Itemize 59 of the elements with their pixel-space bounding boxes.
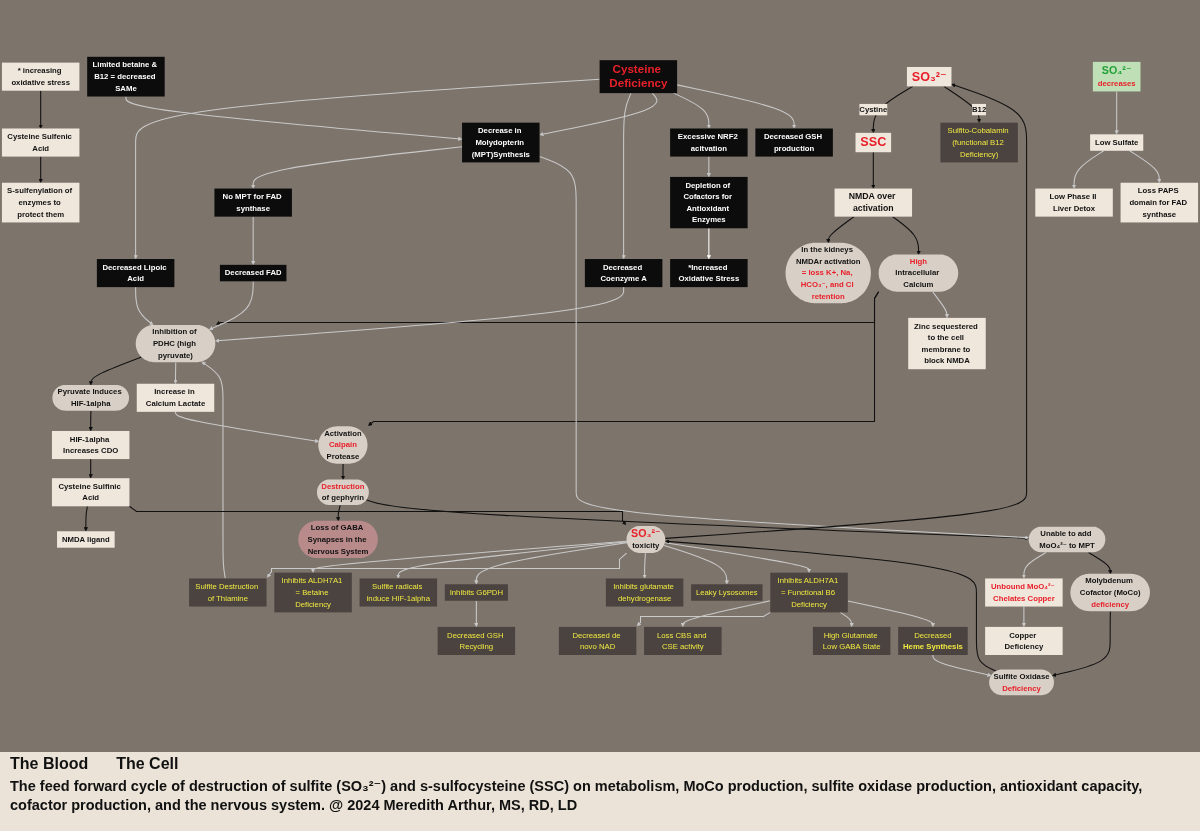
arrow [251, 216, 256, 266]
arrow [38, 156, 43, 183]
arrow [665, 539, 997, 672]
arrow [932, 654, 992, 677]
arrow [1088, 552, 1113, 575]
arrow [474, 600, 479, 628]
arrow [1071, 150, 1105, 189]
arrow [88, 458, 93, 479]
arrow [174, 411, 320, 443]
region-label: The Cell [116, 755, 179, 773]
arrow [128, 505, 627, 526]
arrow [88, 356, 143, 386]
arrow [1114, 90, 1119, 135]
arrow [201, 361, 226, 579]
arrow [125, 96, 463, 141]
arrow [673, 92, 711, 129]
arrow [706, 227, 711, 260]
arrow [826, 216, 855, 244]
arrow [368, 291, 880, 426]
arrow [871, 151, 876, 189]
arrow [1052, 610, 1111, 677]
caption: The feed forward cycle of destruction of sulfite (SO₃²⁻) and s-sulfocysteine (SSC) on metabolism, MoCo production, sulfite oxidase production, antioxidant capacity, cofactor production, and the nervous system. @ 2024 Meredith Arthur, MS, RD, LD [10, 777, 1144, 815]
arrow [266, 552, 628, 578]
arrow [88, 410, 93, 432]
node-box: Cysteine Deficiency [599, 60, 678, 94]
node-box: SSC [855, 132, 892, 153]
arrow [251, 146, 463, 189]
region-label: The Blood [10, 755, 89, 773]
arrow [336, 504, 341, 522]
arrow [474, 542, 628, 585]
arrow [642, 552, 647, 579]
arrow [215, 286, 625, 343]
arrow [133, 78, 601, 260]
arrow [208, 280, 254, 331]
arrow [173, 361, 178, 384]
arrow [664, 542, 812, 573]
arrow [135, 286, 154, 326]
arrow [680, 600, 771, 628]
arrow [636, 611, 771, 627]
arrow [839, 611, 854, 628]
arrow [38, 90, 43, 129]
arrow [340, 463, 346, 480]
arrow [396, 541, 628, 579]
arrow [663, 544, 729, 585]
arrow [539, 92, 658, 137]
arrow [1021, 552, 1047, 579]
node-box: NMDA over activation [834, 188, 913, 217]
arrow [1021, 606, 1026, 628]
arrow [892, 216, 921, 255]
arrow [847, 600, 936, 628]
arrow [932, 291, 950, 319]
arrow [943, 85, 982, 123]
node-box: SO₃²⁻ [906, 67, 952, 87]
arrow [676, 84, 797, 129]
arrow [621, 92, 632, 260]
arrow [539, 155, 1030, 540]
arrow [83, 505, 89, 532]
arrow [706, 156, 711, 178]
arrow [1129, 150, 1162, 183]
